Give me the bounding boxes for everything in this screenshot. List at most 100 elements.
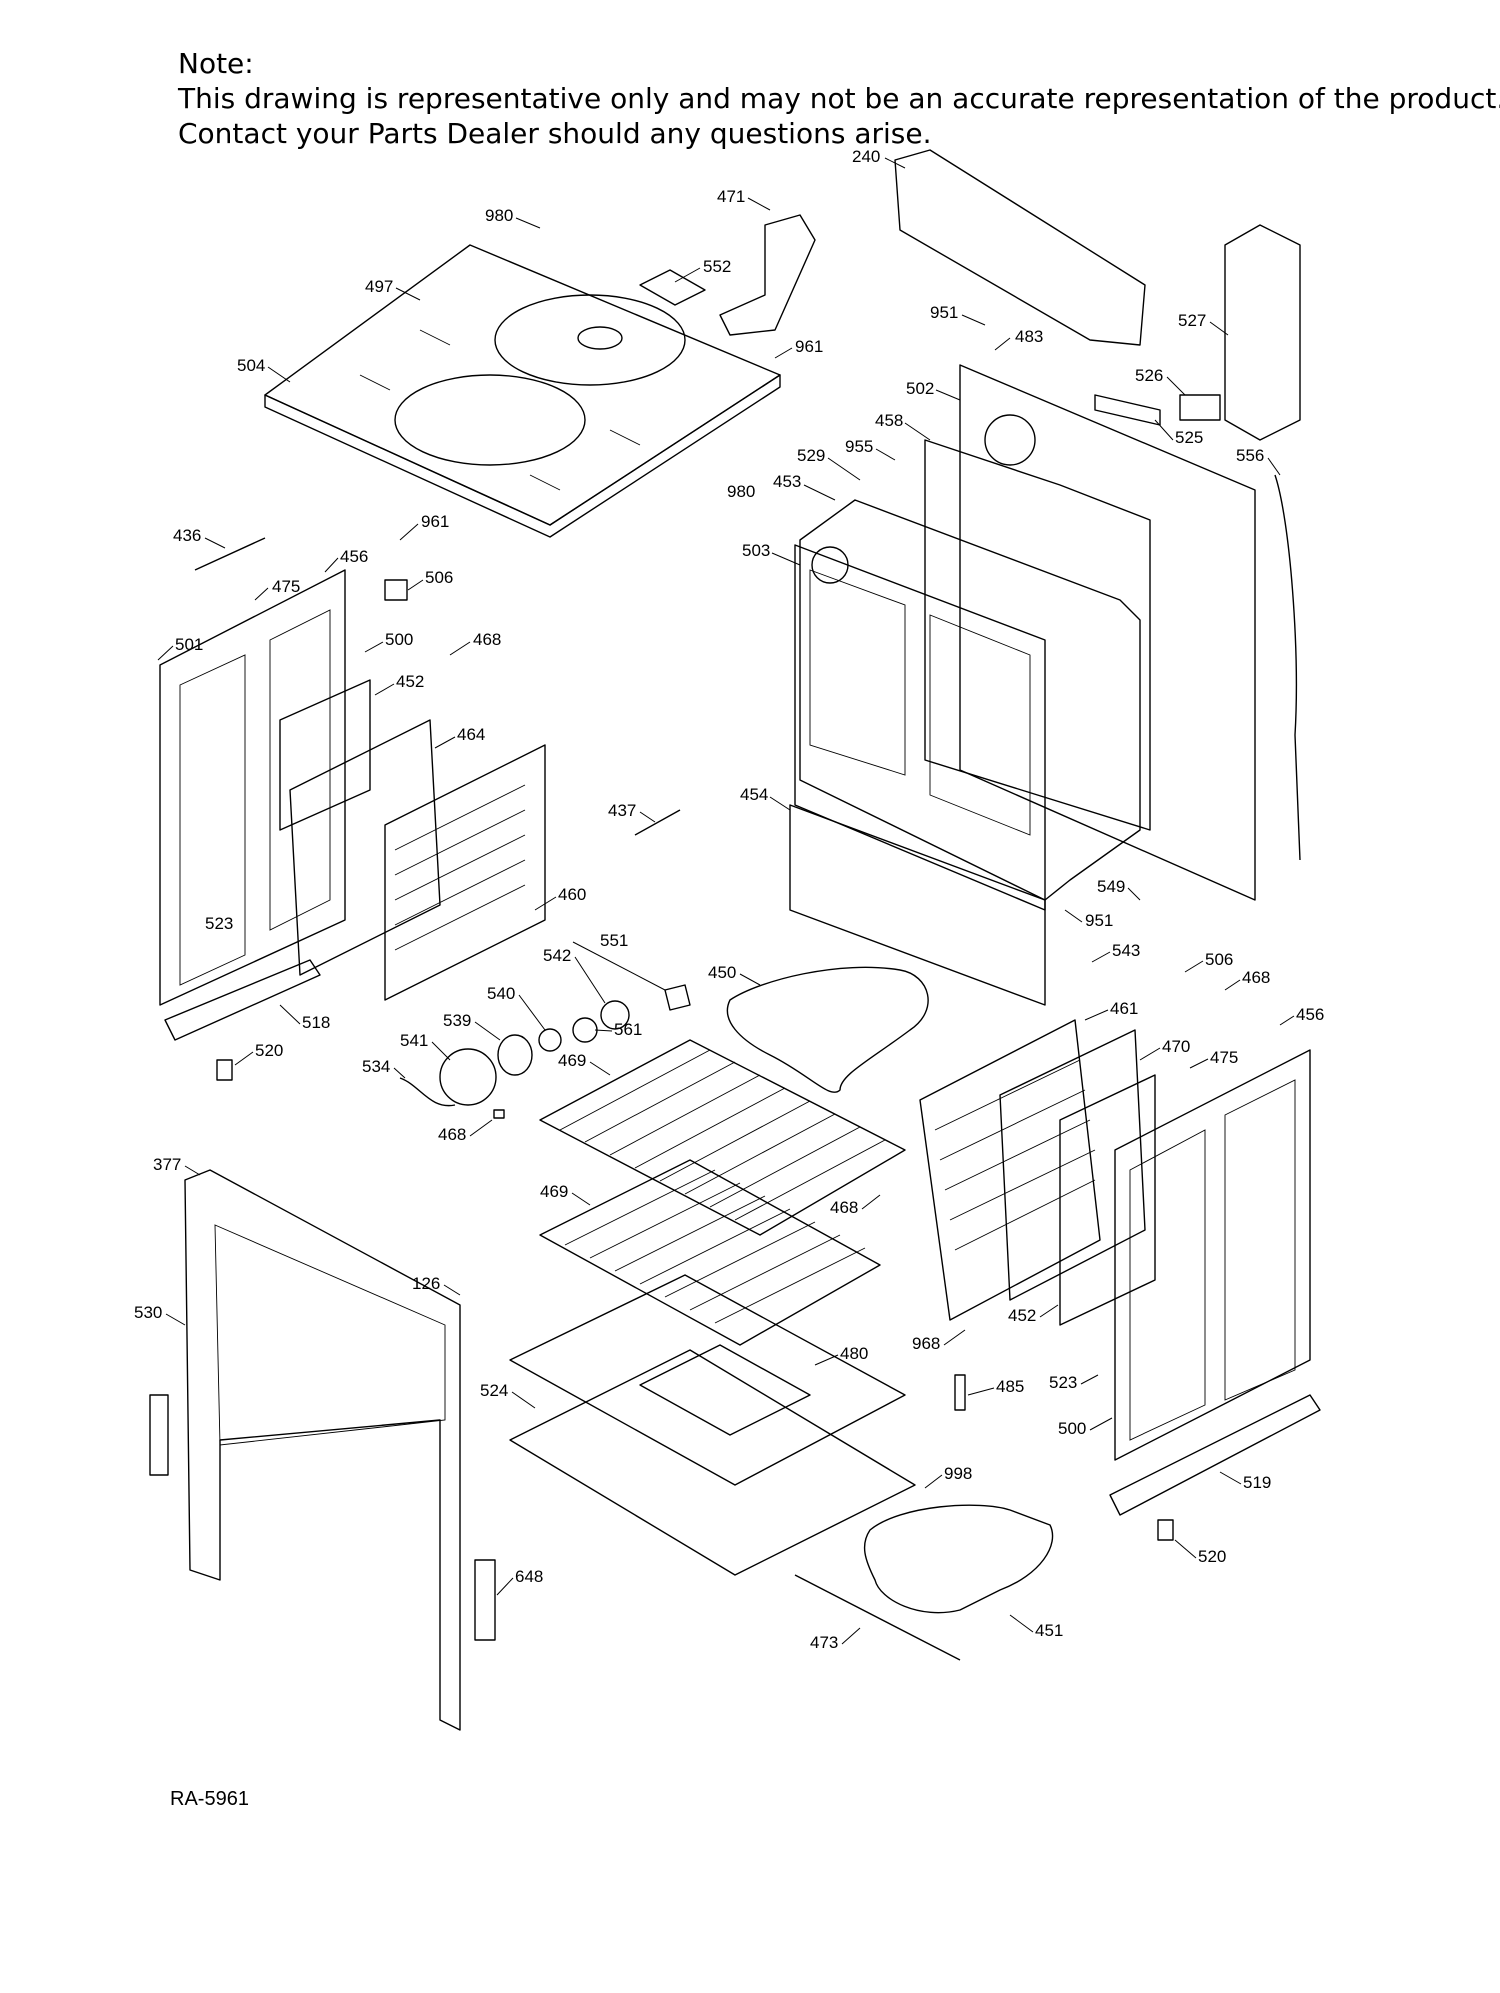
callout-951: 951 bbox=[930, 303, 958, 322]
callout-480: 480 bbox=[840, 1344, 868, 1363]
callout-240: 240 bbox=[852, 147, 880, 166]
callout-451: 451 bbox=[1035, 1621, 1063, 1640]
power-cord bbox=[1274, 474, 1301, 861]
leader-lines bbox=[157, 157, 1295, 1645]
callout-955: 955 bbox=[845, 437, 873, 456]
top-cover-panel bbox=[264, 244, 781, 538]
callout-469: 469 bbox=[558, 1051, 586, 1070]
left-side-panel bbox=[159, 569, 346, 1006]
callout-506b: 506 bbox=[1205, 950, 1233, 969]
callout-475: 475 bbox=[272, 577, 300, 596]
callout-461: 461 bbox=[1110, 999, 1138, 1018]
front-frame bbox=[184, 1169, 461, 1731]
ring-561 bbox=[572, 1017, 598, 1043]
callout-523b: 523 bbox=[1049, 1373, 1077, 1392]
callout-126: 126 bbox=[412, 1274, 440, 1293]
callout-469b: 469 bbox=[540, 1182, 568, 1201]
callout-961b: 961 bbox=[421, 512, 449, 531]
callout-464: 464 bbox=[457, 725, 485, 744]
callout-458: 458 bbox=[875, 411, 903, 430]
bracket-485 bbox=[954, 1374, 966, 1411]
callout-497: 497 bbox=[365, 277, 393, 296]
callout-520b: 520 bbox=[1198, 1547, 1226, 1566]
callout-519: 519 bbox=[1243, 1473, 1271, 1492]
callout-483: 483 bbox=[1015, 327, 1043, 346]
callout-500: 500 bbox=[385, 630, 413, 649]
callout-468b: 468 bbox=[1242, 968, 1270, 987]
oven-rack-lower bbox=[539, 1159, 881, 1346]
callout-539: 539 bbox=[443, 1011, 471, 1030]
callout-551: 551 bbox=[600, 931, 628, 950]
callout-556: 556 bbox=[1236, 446, 1264, 465]
callout-453: 453 bbox=[773, 472, 801, 491]
callout-460: 460 bbox=[558, 885, 586, 904]
part-shapes bbox=[149, 149, 1321, 1731]
callout-454: 454 bbox=[740, 785, 768, 804]
callout-998: 998 bbox=[944, 1464, 972, 1483]
lamp-socket-540 bbox=[538, 1028, 562, 1052]
callout-450: 450 bbox=[708, 963, 736, 982]
callout-561: 561 bbox=[614, 1020, 642, 1039]
broiler-pan bbox=[509, 1274, 906, 1486]
rack-support-left bbox=[289, 719, 441, 976]
rod-436 bbox=[194, 537, 266, 571]
bulb-539 bbox=[497, 1034, 533, 1076]
hinge-left bbox=[149, 1394, 169, 1476]
rod-437 bbox=[634, 809, 681, 836]
callout-520: 520 bbox=[255, 1041, 283, 1060]
callout-534: 534 bbox=[362, 1057, 390, 1076]
callout-541: 541 bbox=[400, 1031, 428, 1050]
callout-501: 501 bbox=[175, 635, 203, 654]
clip-551 bbox=[664, 984, 691, 1011]
callout-471: 471 bbox=[717, 187, 745, 206]
callout-951b: 951 bbox=[1085, 911, 1113, 930]
callout-468d: 468 bbox=[830, 1198, 858, 1217]
leveler-left bbox=[216, 1059, 233, 1081]
insulation-left bbox=[279, 679, 371, 831]
callout-525: 525 bbox=[1175, 428, 1203, 447]
oven-liner bbox=[794, 499, 1141, 911]
callout-475b: 475 bbox=[1210, 1048, 1238, 1067]
lamp-lens-542 bbox=[600, 1000, 630, 1030]
bottom-trim-519 bbox=[1109, 1394, 1321, 1516]
callout-529: 529 bbox=[797, 446, 825, 465]
right-side-panel bbox=[1114, 1049, 1311, 1461]
callout-504: 504 bbox=[237, 356, 265, 375]
terminal-block bbox=[1179, 394, 1221, 421]
side-panel-527 bbox=[1224, 224, 1301, 441]
bracket-525 bbox=[1094, 394, 1161, 426]
callout-980: 980 bbox=[485, 206, 513, 225]
note-line-2: Contact your Parts Dealer should any que… bbox=[178, 117, 932, 150]
rail-473 bbox=[794, 1574, 961, 1661]
callout-500b: 500 bbox=[1058, 1419, 1086, 1438]
gasket-552 bbox=[639, 269, 706, 306]
panel-454 bbox=[789, 804, 1046, 1006]
rack-support-right bbox=[919, 1019, 1101, 1321]
bottom-trim-518 bbox=[164, 959, 321, 1041]
clip-468 bbox=[493, 1109, 505, 1119]
callout-436: 436 bbox=[173, 526, 201, 545]
hinge-648 bbox=[474, 1559, 496, 1641]
block-506-left bbox=[384, 579, 408, 601]
wire-534 bbox=[399, 1077, 456, 1107]
callout-552: 552 bbox=[703, 257, 731, 276]
insulation-458 bbox=[924, 439, 1151, 831]
callout-540: 540 bbox=[487, 984, 515, 1003]
bake-element bbox=[726, 966, 929, 1093]
oven-side-left bbox=[384, 744, 546, 1001]
callout-549: 549 bbox=[1097, 877, 1125, 896]
vent-bracket bbox=[719, 214, 816, 336]
callout-526: 526 bbox=[1135, 366, 1163, 385]
callout-452: 452 bbox=[396, 672, 424, 691]
callout-456: 456 bbox=[340, 547, 368, 566]
callout-543: 543 bbox=[1112, 941, 1140, 960]
callout-530: 530 bbox=[134, 1303, 162, 1322]
callout-542: 542 bbox=[543, 946, 571, 965]
callout-456b: 456 bbox=[1296, 1005, 1324, 1024]
bottom-panel bbox=[509, 1349, 916, 1576]
callout-473: 473 bbox=[810, 1633, 838, 1652]
backguard-trim bbox=[894, 149, 1146, 346]
callout-502: 502 bbox=[906, 379, 934, 398]
callout-518: 518 bbox=[302, 1013, 330, 1032]
